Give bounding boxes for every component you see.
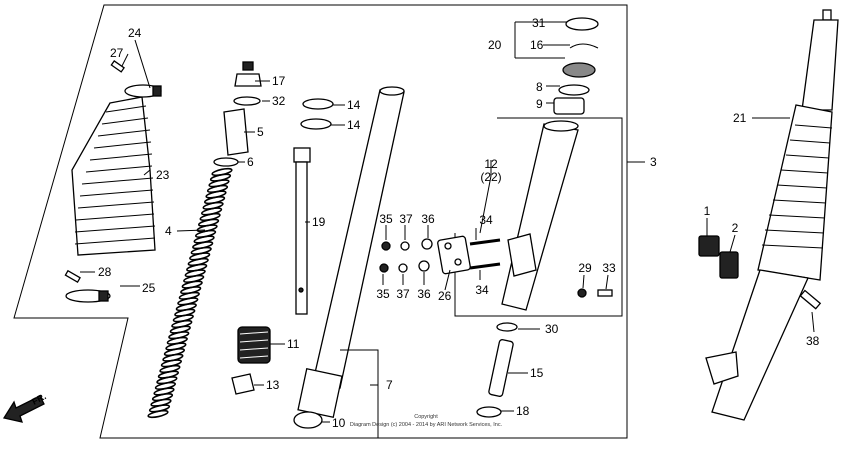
- callout-11: 11: [287, 337, 300, 351]
- assembled-front-fork[interactable]: [705, 9, 839, 421]
- callout-labels: 1 2 3 4 5 6 7 8 9 10 11 12 (22) 13 14 14…: [98, 16, 820, 430]
- callout-35-lower: 35: [376, 287, 390, 301]
- callout-19: 19: [312, 215, 326, 229]
- dust-seal-14a[interactable]: [302, 98, 334, 110]
- spring-collar[interactable]: [223, 108, 249, 156]
- callout-38: 38: [806, 334, 820, 348]
- backup-ring[interactable]: [558, 84, 590, 96]
- copyright-line-1: Copyright: [414, 414, 438, 420]
- direction-label: FR.: [30, 391, 47, 407]
- callout-4: 4: [165, 224, 172, 238]
- callout-14-upper: 14: [347, 98, 361, 112]
- nut-35b[interactable]: [379, 263, 389, 273]
- callout-29: 29: [578, 261, 592, 275]
- washer-36b[interactable]: [418, 260, 430, 272]
- callout-16: 16: [530, 38, 544, 52]
- callout-36-upper: 36: [421, 212, 435, 226]
- callout-17: 17: [272, 74, 286, 88]
- reflector-2[interactable]: [719, 251, 739, 279]
- o-ring-32[interactable]: [233, 96, 261, 106]
- callout-8: 8: [536, 80, 543, 94]
- stopper-ring[interactable]: [569, 43, 599, 49]
- washer-37a[interactable]: [400, 241, 410, 251]
- upper-clamp-screw[interactable]: [110, 60, 125, 73]
- callout-3: 3: [650, 155, 657, 169]
- damper-rod[interactable]: [293, 147, 311, 315]
- guide-bushing[interactable]: [553, 97, 585, 115]
- slide-bushing[interactable]: [293, 411, 323, 429]
- lower-clamp-screw[interactable]: [64, 269, 81, 283]
- nut-35a[interactable]: [381, 241, 391, 251]
- bolt-38[interactable]: [799, 289, 822, 310]
- callout-20: 20: [488, 38, 502, 52]
- callout-25: 25: [142, 281, 156, 295]
- dust-seal-14b[interactable]: [300, 118, 332, 130]
- slider-group-boundary: [454, 117, 623, 317]
- spring-seat[interactable]: [213, 157, 239, 167]
- callout-27: 27: [110, 46, 124, 60]
- copyright-line-2: Diagram Design (c) 2004 - 2014 by ARI Ne…: [350, 422, 503, 428]
- stud-bolt-34b[interactable]: [469, 262, 501, 270]
- callout-14-lower: 14: [347, 118, 361, 132]
- fork-boot[interactable]: [71, 96, 156, 256]
- reflector-bracket-1[interactable]: [698, 235, 720, 257]
- parts-group-boundary: [13, 4, 628, 439]
- callout-9: 9: [536, 97, 543, 111]
- callout-37-upper: 37: [399, 212, 413, 226]
- drain-washer-29[interactable]: [577, 288, 587, 298]
- drain-bolt-33[interactable]: [597, 289, 613, 297]
- callout-31: 31: [532, 16, 546, 30]
- fork-slider[interactable]: [501, 120, 579, 311]
- callout-15: 15: [530, 366, 544, 380]
- fork-spring[interactable]: [147, 167, 233, 419]
- callout-30: 30: [545, 322, 559, 336]
- rebound-spring[interactable]: [237, 326, 271, 364]
- callout-34-upper: 34: [479, 213, 493, 227]
- oil-lock-piece[interactable]: [231, 373, 255, 395]
- callout-24: 24: [128, 26, 142, 40]
- callout-12: 12: [484, 157, 498, 171]
- callout-33: 33: [602, 261, 616, 275]
- callout-26: 26: [438, 289, 452, 303]
- callout-1: 1: [704, 204, 711, 218]
- callout-37-lower: 37: [396, 287, 410, 301]
- callout-10: 10: [332, 416, 346, 430]
- callout-35-upper: 35: [379, 212, 393, 226]
- callout-5: 5: [257, 125, 264, 139]
- washer-30[interactable]: [496, 322, 518, 332]
- callout-23: 23: [156, 168, 170, 182]
- front-direction-arrow-icon: [2, 395, 45, 423]
- callout-6: 6: [247, 155, 254, 169]
- callout-7: 7: [386, 378, 393, 392]
- spring-coil: [147, 409, 169, 419]
- callout-32: 32: [272, 94, 286, 108]
- callout-12-alt: (22): [480, 170, 501, 184]
- leader-lines: [80, 21, 815, 438]
- callout-36-lower: 36: [417, 287, 431, 301]
- oil-seal[interactable]: [562, 62, 596, 78]
- socket-bolt-15[interactable]: [488, 339, 514, 397]
- lower-boot-clamp[interactable]: [65, 289, 111, 303]
- callout-2: 2: [732, 221, 739, 235]
- callout-34-lower: 34: [475, 283, 489, 297]
- callout-28: 28: [98, 265, 112, 279]
- callout-13: 13: [266, 378, 280, 392]
- dust-seal-31[interactable]: [565, 17, 599, 31]
- stud-bolt-34a[interactable]: [469, 238, 501, 246]
- washer-36a[interactable]: [421, 238, 433, 250]
- upper-boot-clamp[interactable]: [124, 84, 162, 98]
- fork-bolt[interactable]: [234, 61, 262, 87]
- axle-holder[interactable]: [437, 235, 471, 275]
- callout-21: 21: [733, 111, 747, 125]
- washer-37b[interactable]: [398, 263, 408, 273]
- sealing-washer-18[interactable]: [476, 406, 502, 418]
- callout-18: 18: [516, 404, 530, 418]
- fork-tube[interactable]: [297, 86, 405, 419]
